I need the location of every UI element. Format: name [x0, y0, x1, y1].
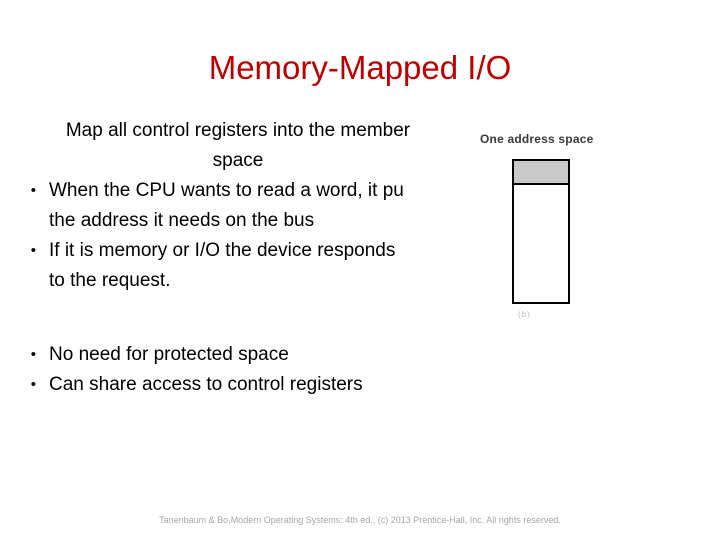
memory-region — [514, 185, 568, 302]
lead-line-1: Map all control registers into the membe… — [65, 120, 411, 141]
bullet-item-share-access: • Can share access to control registers — [14, 370, 462, 400]
bullet-point-icon: • — [30, 242, 36, 259]
bullet-text: If it is memory or I/O the device respon… — [49, 240, 396, 291]
bullet-text: No need for protected space — [49, 344, 289, 365]
bullet-point-icon: • — [30, 376, 36, 393]
bullet-group-spacer — [14, 296, 462, 340]
bullet-point-icon: • — [30, 346, 36, 363]
diagram-caption-label: One address space — [480, 132, 594, 146]
bullet-point-icon: • — [30, 182, 36, 199]
bullet-text: When the CPU wants to read a word, it pu… — [49, 180, 404, 231]
slide-body-content: Map all control registers into the membe… — [14, 116, 462, 416]
bullet-item-cpu-read: • When the CPU wants to read a word, it … — [14, 176, 462, 236]
address-space-diagram: One address space (b) — [470, 132, 650, 337]
page-title: Memory-Mapped I/O — [208, 49, 512, 86]
footer-credit-text: Tanenbaum & Bo,Modern Operating Systems:… — [159, 515, 561, 525]
diagram-sublabel: (b) — [518, 310, 531, 319]
bullet-item-no-protected-space: • No need for protected space — [14, 340, 462, 370]
bullet-item-device-responds: • If it is memory or I/O the device resp… — [14, 236, 462, 296]
lead-line-2: space — [212, 150, 264, 171]
io-ports-band — [514, 161, 568, 185]
address-space-box — [512, 159, 570, 304]
bullet-text: Can share access to control registers — [49, 374, 363, 395]
